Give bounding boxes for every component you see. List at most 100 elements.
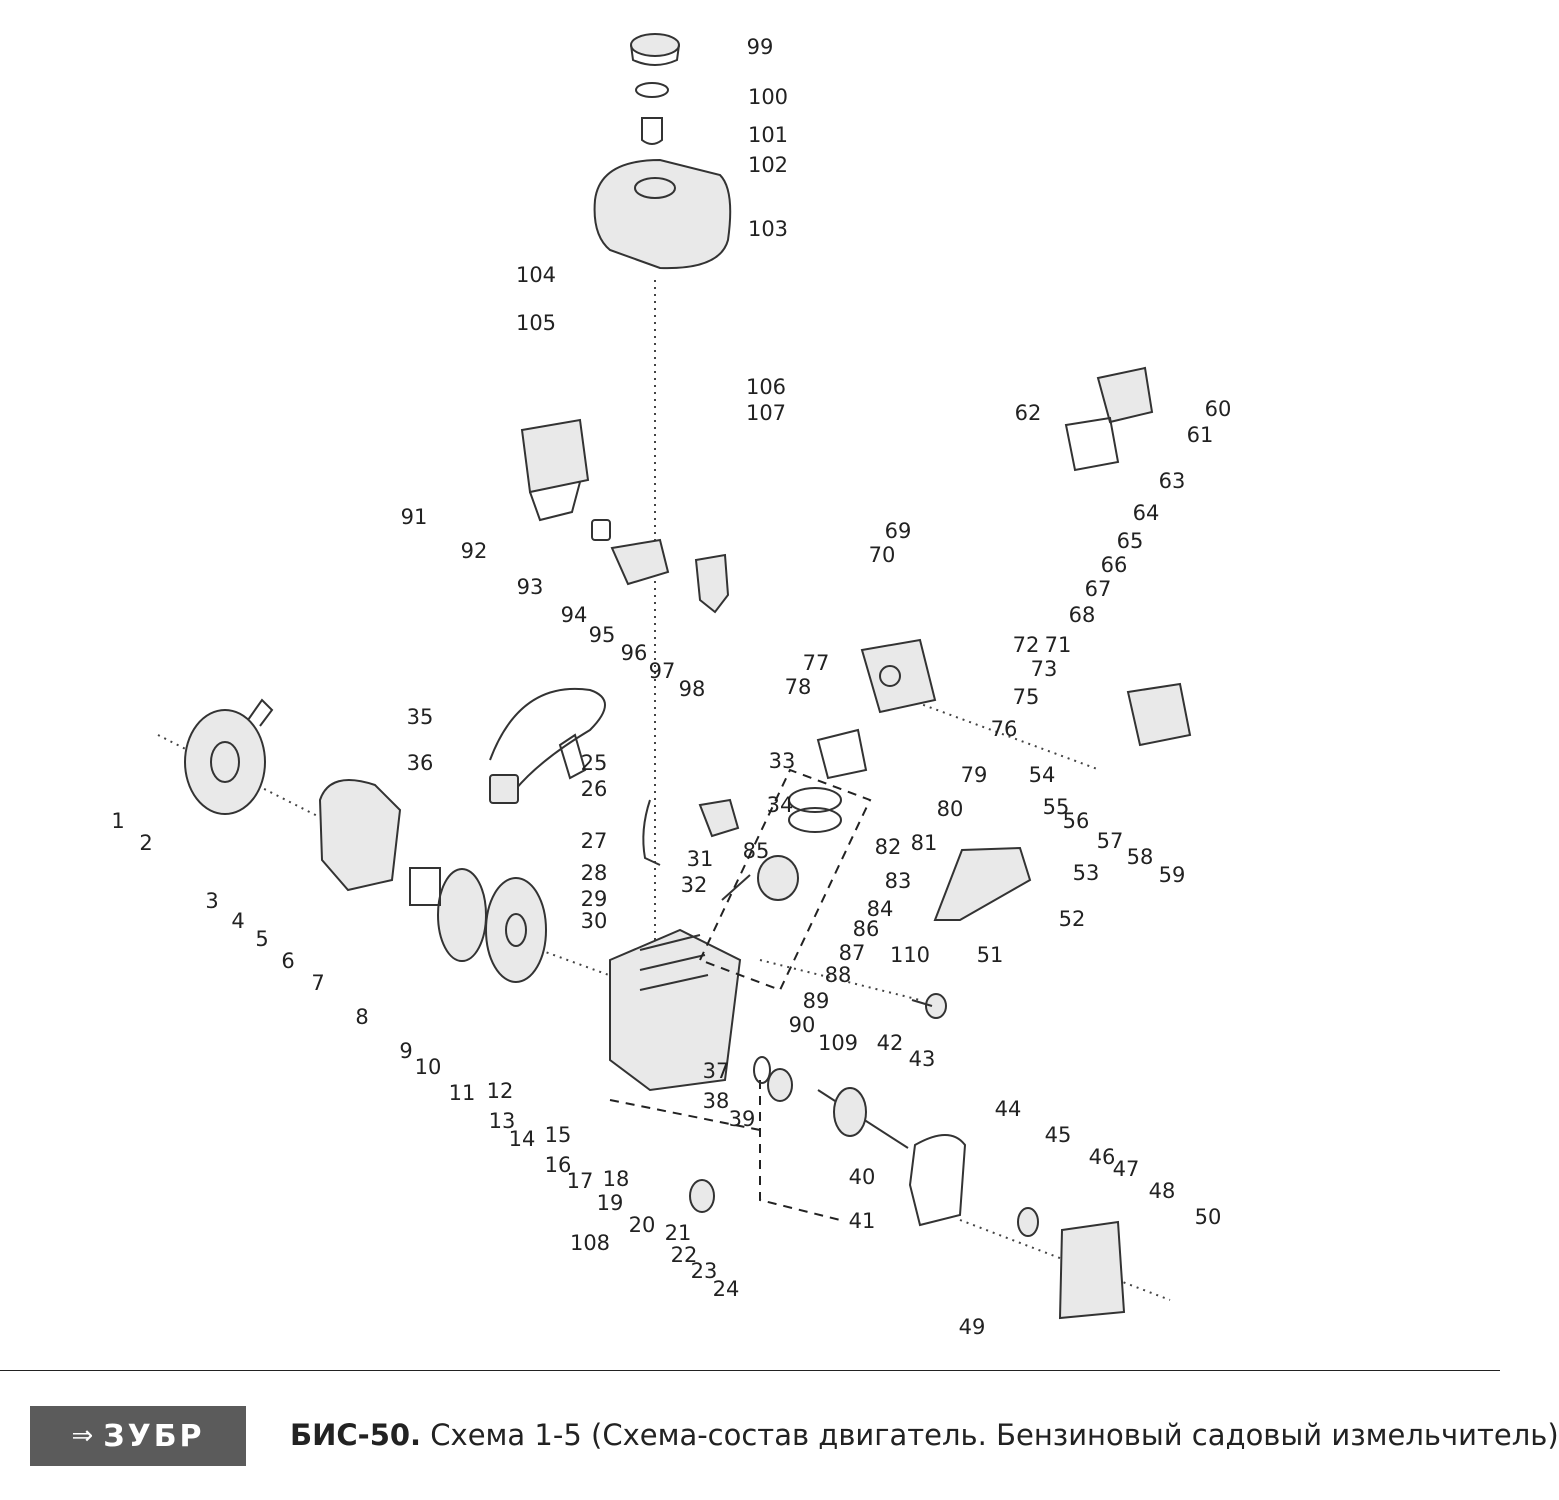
part-callout-7: 7: [311, 971, 324, 995]
part-number-label: 79: [961, 763, 988, 787]
part-number-label: 101: [748, 123, 788, 147]
crankcase-icon: [609, 928, 742, 1092]
part-callout-3: 3: [205, 889, 218, 913]
part-callout-4: 4: [231, 909, 244, 933]
part-callout-67: 67: [1085, 577, 1112, 601]
part-callout-23: 23: [691, 1259, 718, 1283]
part-number-label: 46: [1089, 1145, 1116, 1169]
part-number-label: 95: [589, 623, 616, 647]
part-number-label: 91: [401, 505, 428, 529]
part-callout-51: 51: [977, 943, 1004, 967]
part-callout-6: 6: [281, 949, 294, 973]
part-callout-109: 109: [818, 1031, 858, 1055]
piston-icon: [721, 787, 842, 901]
part-number-label: 67: [1085, 577, 1112, 601]
fuel-tank-icon: [593, 158, 732, 270]
part-callout-27: 27: [581, 829, 608, 853]
part-number-label: 47: [1113, 1157, 1140, 1181]
part-number-label: 42: [877, 1031, 904, 1055]
part-number-label: 44: [995, 1097, 1022, 1121]
part-number-label: 65: [1117, 529, 1144, 553]
part-callout-14: 14: [509, 1127, 536, 1151]
part-callout-105: 105: [516, 311, 556, 335]
part-callout-22: 22: [671, 1243, 698, 1267]
fuel-cap-icon: [630, 33, 680, 66]
part-callout-89: 89: [803, 989, 830, 1013]
part-number-label: 10: [415, 1055, 442, 1079]
part-callout-94: 94: [561, 603, 588, 627]
part-callout-97: 97: [649, 659, 676, 683]
part-number-label: 71: [1045, 633, 1072, 657]
part-callout-83: 83: [885, 869, 912, 893]
part-number-label: 104: [516, 263, 556, 287]
part-callout-58: 58: [1127, 845, 1154, 869]
part-number-label: 16: [545, 1153, 572, 1177]
part-number-label: 21: [665, 1221, 692, 1245]
part-number-label: 75: [1013, 685, 1040, 709]
carburetor-icon: [591, 519, 670, 586]
part-number-label: 26: [581, 777, 608, 801]
part-callout-102: 102: [748, 153, 788, 177]
part-callout-28: 28: [581, 861, 608, 885]
brand-logo: ⇒ ЗУБР: [30, 1406, 246, 1466]
part-callout-72: 72: [1013, 633, 1040, 657]
part-callout-47: 47: [1113, 1157, 1140, 1181]
air-filter-box-icon: [520, 418, 590, 522]
part-callout-80: 80: [937, 797, 964, 821]
part-number-label: 81: [911, 831, 938, 855]
part-number-label: 11: [449, 1081, 476, 1105]
part-number-label: 3: [205, 889, 218, 913]
caption-model: БИС-50.: [290, 1418, 422, 1452]
part-number-label: 2: [139, 831, 152, 855]
part-callout-66: 66: [1101, 553, 1128, 577]
part-callout-60: 60: [1205, 397, 1232, 421]
part-callout-40: 40: [849, 1165, 876, 1189]
part-callout-30: 30: [581, 909, 608, 933]
part-callout-1: 1: [111, 809, 124, 833]
part-callout-110: 110: [890, 943, 930, 967]
part-callout-85: 85: [743, 839, 770, 863]
part-number-label: 41: [849, 1209, 876, 1233]
part-number-label: 25: [581, 751, 608, 775]
part-callout-88: 88: [825, 963, 852, 987]
muffler-icon: [1126, 682, 1192, 747]
part-callout-32: 32: [681, 873, 708, 897]
part-callout-68: 68: [1069, 603, 1096, 627]
fuel-filter-icon: [635, 82, 669, 145]
part-number-label: 17: [567, 1169, 594, 1193]
part-number-label: 60: [1205, 397, 1232, 421]
part-number-label: 55: [1043, 795, 1070, 819]
part-callout-45: 45: [1045, 1123, 1072, 1147]
part-number-label: 86: [853, 917, 880, 941]
part-callout-55: 55: [1043, 795, 1070, 819]
part-number-label: 64: [1133, 501, 1160, 525]
part-number-label: 15: [545, 1123, 572, 1147]
recoil-starter-icon: [184, 698, 274, 815]
part-callout-17: 17: [567, 1169, 594, 1193]
part-number-label: 58: [1127, 845, 1154, 869]
part-callout-36: 36: [407, 751, 434, 775]
part-number-label: 72: [1013, 633, 1040, 657]
part-callout-82: 82: [875, 835, 902, 859]
muffler-guard-icon: [933, 846, 1032, 921]
part-number-label: 36: [407, 751, 434, 775]
part-number-label: 54: [1029, 763, 1056, 787]
part-number-label: 38: [703, 1089, 730, 1113]
part-number-label: 103: [748, 217, 788, 241]
part-callout-96: 96: [621, 641, 648, 665]
brand-name: ЗУБР: [103, 1418, 205, 1454]
part-number-label: 97: [649, 659, 676, 683]
part-number-label: 108: [570, 1231, 610, 1255]
part-number-label: 30: [581, 909, 608, 933]
part-callout-98: 98: [679, 677, 706, 701]
camshaft-icon: [911, 993, 947, 1019]
part-callout-35: 35: [407, 705, 434, 729]
part-number-label: 83: [885, 869, 912, 893]
part-callout-81: 81: [911, 831, 938, 855]
cylinder-head-icon: [860, 638, 937, 714]
part-callout-78: 78: [785, 675, 812, 699]
part-number-label: 8: [355, 1005, 368, 1029]
part-number-label: 6: [281, 949, 294, 973]
caption-description: Схема 1-5 (Схема-состав двигатель. Бензи…: [430, 1418, 1559, 1452]
part-callout-106: 106: [746, 375, 786, 399]
